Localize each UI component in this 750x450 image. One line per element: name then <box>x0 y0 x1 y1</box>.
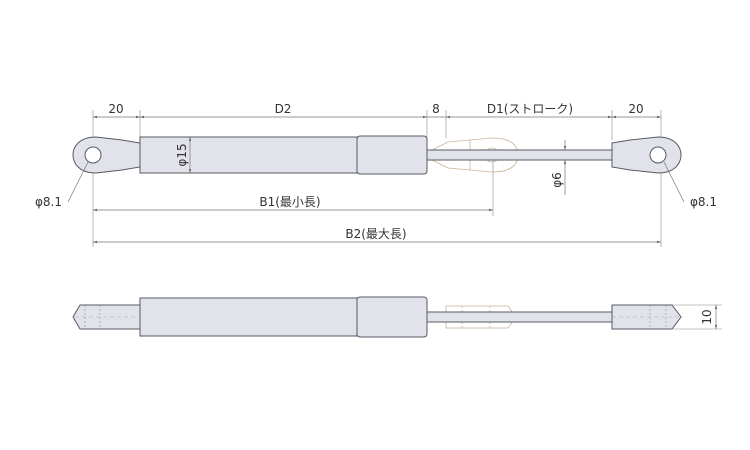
right-eye-end <box>611 136 682 174</box>
side-cylinder-end-cap <box>356 296 428 338</box>
left-eye-end <box>72 136 141 174</box>
label-left-hole: φ8.1 <box>35 195 62 209</box>
label-min-length: B1(最小長) <box>259 195 320 209</box>
side-piston-rod <box>426 311 613 323</box>
top-view: 20 D2 8 D1(ストローク) 20 φ15 <box>35 102 717 247</box>
label-gap: 8 <box>432 102 440 116</box>
piston-rod <box>426 149 613 161</box>
left-side-end <box>72 304 141 330</box>
label-rod-diameter: φ6 <box>550 172 564 188</box>
leader-right-hole <box>663 161 685 203</box>
side-view: 10 <box>72 296 722 338</box>
side-cylinder-body <box>139 297 358 337</box>
label-right-eye-length: 20 <box>628 102 643 116</box>
label-stroke: D1(ストローク) <box>487 102 573 116</box>
left-mounting-hole <box>84 146 102 164</box>
right-mounting-hole <box>649 146 667 164</box>
cylinder-body <box>139 136 358 174</box>
label-left-eye-length: 20 <box>108 102 123 116</box>
label-right-hole: φ8.1 <box>690 195 717 209</box>
leader-left-hole <box>67 161 89 203</box>
label-cylinder-length: D2 <box>275 102 292 116</box>
right-side-end <box>611 304 683 330</box>
label-max-length: B2(最大長) <box>345 227 406 241</box>
label-thickness: 10 <box>700 309 714 324</box>
label-cylinder-diameter: φ15 <box>175 143 189 166</box>
cylinder-end-cap <box>356 135 428 175</box>
